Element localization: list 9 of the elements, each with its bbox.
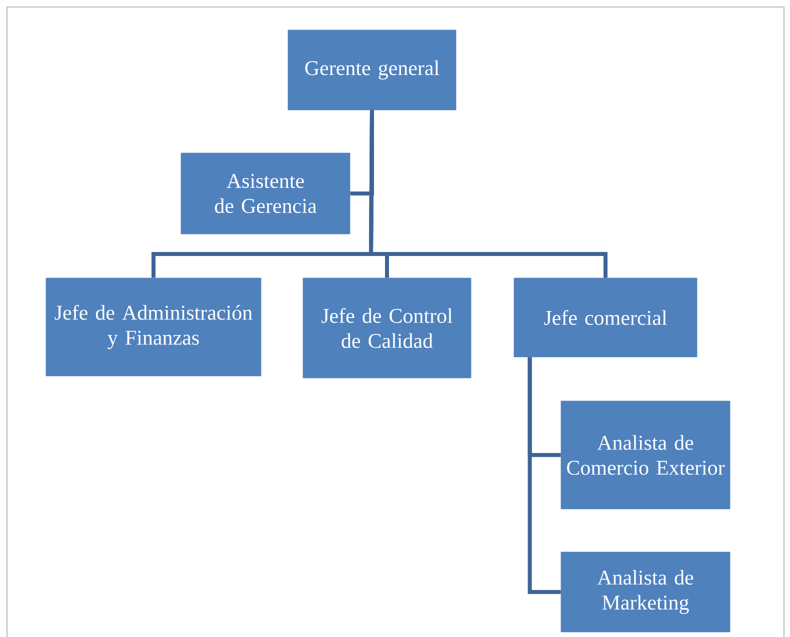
org-box: Gerente general bbox=[288, 30, 456, 110]
org-box: Jefe comercial bbox=[514, 278, 698, 358]
org-box: Analista de Comercio Exterior bbox=[560, 400, 730, 510]
org-box: Asistente de Gerencia bbox=[180, 152, 350, 234]
org-box: Jefe de Control de Calidad bbox=[302, 278, 472, 378]
org-box: Analista de Marketing bbox=[560, 552, 730, 632]
connector-line bbox=[528, 357, 561, 594]
org-box: Jefe de Administración y Finanzas bbox=[46, 278, 262, 376]
connector-line bbox=[369, 110, 608, 278]
